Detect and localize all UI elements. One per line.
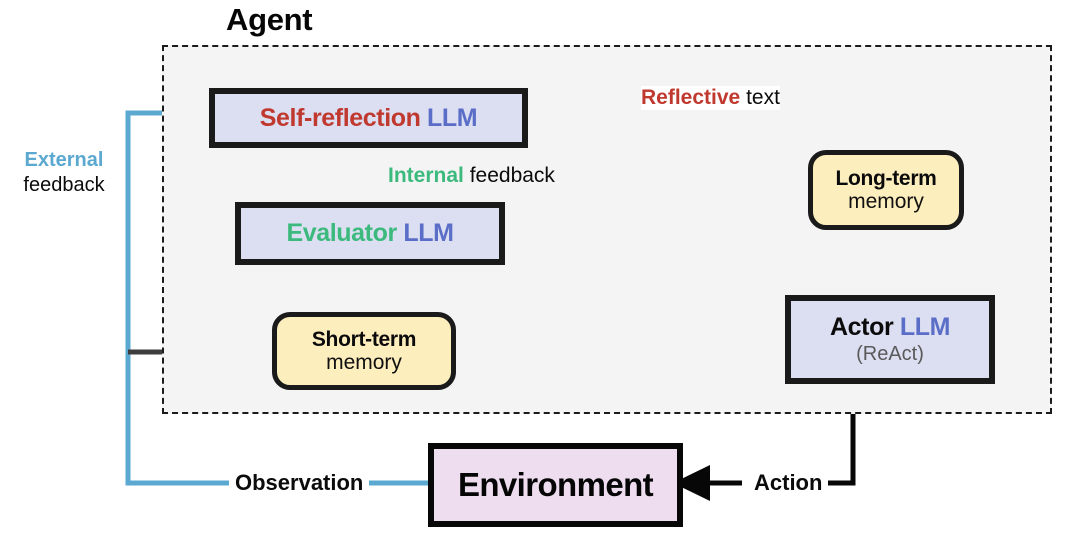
agent-title: Agent: [226, 2, 313, 37]
node-evaluator-llm[interactable]: Evaluator LLM: [235, 202, 505, 265]
node-long-term-memory[interactable]: Long-term memory: [808, 150, 964, 230]
node-self-reflection-llm[interactable]: Self-reflection LLM: [209, 88, 528, 148]
evaluator-name: Evaluator: [286, 219, 397, 247]
actor-label: Actor LLM: [830, 313, 950, 342]
evaluator-suffix: LLM: [403, 219, 454, 247]
edge-label-observation: Observation: [229, 470, 370, 496]
long-term-memory-line2: memory: [848, 189, 924, 213]
edge-label-internal-feedback: Internal feedback: [388, 164, 555, 188]
edge-label-external-feedback: External feedback: [2, 148, 126, 198]
short-term-memory-line2: memory: [326, 350, 402, 374]
environment-label: Environment: [457, 466, 654, 503]
actor-suffix: LLM: [899, 313, 951, 341]
external-feedback-word2: feedback: [23, 174, 105, 196]
internal-feedback-word1: Internal: [388, 164, 464, 187]
reflective-text-word2: text: [746, 86, 780, 109]
self-reflection-name: Self-reflection: [259, 103, 421, 132]
actor-name: Actor: [829, 313, 894, 341]
node-actor-llm[interactable]: Actor LLM (ReAct): [785, 295, 995, 384]
evaluator-label: Evaluator LLM: [286, 219, 453, 248]
long-term-memory-line1: Long-term: [835, 166, 937, 190]
short-term-memory-line1: Short-term: [311, 327, 417, 351]
external-feedback-word1: External: [24, 149, 104, 171]
node-short-term-memory[interactable]: Short-term memory: [272, 312, 456, 390]
internal-feedback-word2: feedback: [469, 164, 555, 187]
self-reflection-suffix: LLM: [427, 103, 478, 132]
node-environment[interactable]: Environment: [428, 443, 683, 527]
self-reflection-label: Self-reflection LLM: [259, 103, 478, 133]
edge-label-action: Action: [748, 470, 829, 496]
actor-subtitle: (ReAct): [856, 343, 924, 365]
reflective-text-word1: Reflective: [641, 86, 741, 109]
edge-label-reflective-text: Reflective text: [641, 86, 780, 110]
